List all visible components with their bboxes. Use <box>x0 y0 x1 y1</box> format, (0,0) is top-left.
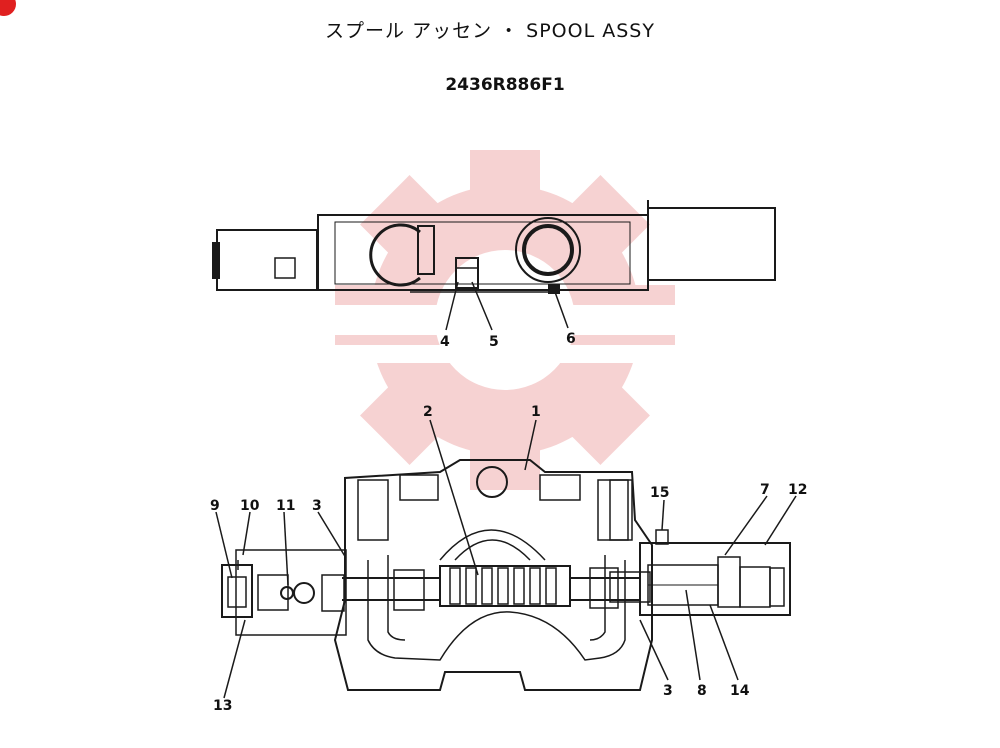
callout-labels: 4 5 6 2 1 9 10 11 3 15 7 12 3 8 14 13 <box>210 331 807 714</box>
section-leaders <box>215 419 797 699</box>
part-number: 2436R886F1 <box>445 75 565 95</box>
callout-11: 11 <box>276 498 295 514</box>
corner-badge <box>0 0 16 16</box>
callout-9: 9 <box>210 498 220 514</box>
callout-6: 6 <box>566 331 576 347</box>
callout-4: 4 <box>440 334 450 350</box>
callout-3-left: 3 <box>312 498 322 514</box>
callout-1: 1 <box>531 404 541 420</box>
section-view <box>221 459 791 691</box>
callout-3-right: 3 <box>663 683 673 699</box>
callout-5: 5 <box>489 334 499 350</box>
callout-12: 12 <box>788 482 807 498</box>
drawing-title: スプール アッセン ・ SPOOL ASSY <box>325 20 655 42</box>
top-leaders <box>445 281 569 331</box>
top-view <box>212 200 776 294</box>
callout-7: 7 <box>760 482 770 498</box>
callout-8: 8 <box>697 683 707 699</box>
callout-15: 15 <box>650 485 669 501</box>
watermark-gear-icon <box>300 150 710 490</box>
callout-14: 14 <box>730 683 750 699</box>
callout-13: 13 <box>213 698 232 714</box>
callout-2: 2 <box>423 404 433 420</box>
callout-10: 10 <box>240 498 260 514</box>
